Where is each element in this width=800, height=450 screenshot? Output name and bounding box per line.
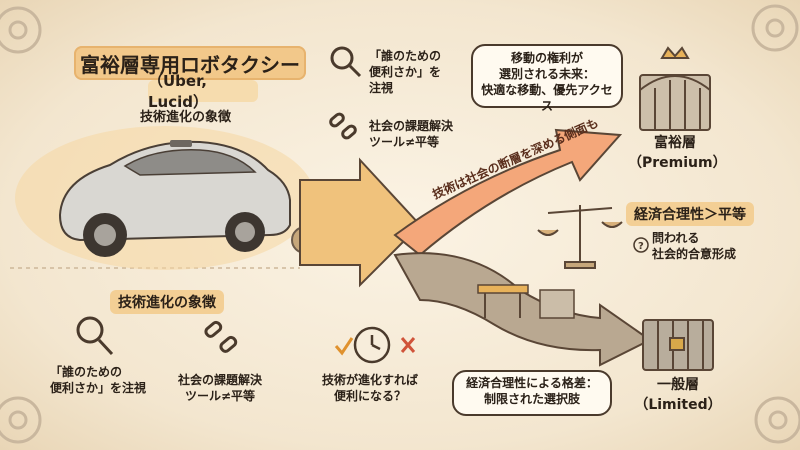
limited-label: 一般層: [657, 377, 699, 393]
limited-path: [393, 252, 652, 367]
top-chain-text: 社会の課題解決 ツール≠平等: [369, 119, 454, 149]
premium-label: 富裕層: [654, 135, 696, 151]
top-magnifier-text: 「誰のための 便利さか」を 注視: [369, 49, 442, 95]
cross-icon: [400, 337, 416, 353]
forward-arrow: [299, 157, 422, 288]
svg-text:?: ?: [638, 241, 644, 252]
broken-chain-icon: [329, 112, 357, 140]
section-label: 技術進化の象徴: [110, 290, 224, 314]
premium-bubble: 移動の権利が 選別される未来： 快適な移動、優先アクセス: [471, 44, 623, 113]
bottom-clock-text: 技術が進化すれば 便利になる？: [322, 373, 419, 403]
premium-gate-icon: [639, 46, 711, 131]
bottom-chain-text: 社会の課題解決 ツール≠平等: [178, 373, 263, 403]
scale-text: 問われる 社会的合意形成: [652, 231, 737, 261]
premium-arrow: [393, 128, 623, 257]
check-icon: [334, 337, 354, 356]
barrier-icon: [477, 284, 575, 319]
clock-icon: [353, 326, 391, 364]
broken-chain-icon: [204, 320, 238, 353]
limited-gate-icon: [642, 319, 714, 371]
page-subtitle: （Uber, Lucid）: [148, 72, 258, 111]
limited-bubble: 経済合理性による格差： 制限された選択肢: [452, 370, 612, 416]
page-title: 富裕層専用ロボタクシー: [74, 46, 306, 80]
magnifier-icon: [76, 316, 114, 356]
car-icon: [58, 140, 291, 257]
scale-icon: [537, 205, 623, 269]
magnifier-icon: [330, 46, 362, 78]
premium-sub: （Premium）: [628, 155, 727, 171]
question-icon: [633, 237, 649, 253]
gear-icon: [0, 4, 800, 444]
bottom-magnifier-text: 「誰のための 便利さか」を注視: [50, 365, 147, 395]
scale-title: 経済合理性＞平等: [626, 202, 754, 226]
car-caption: 技術進化の象徴: [140, 110, 232, 125]
limited-sub: （Limited）: [634, 397, 722, 413]
